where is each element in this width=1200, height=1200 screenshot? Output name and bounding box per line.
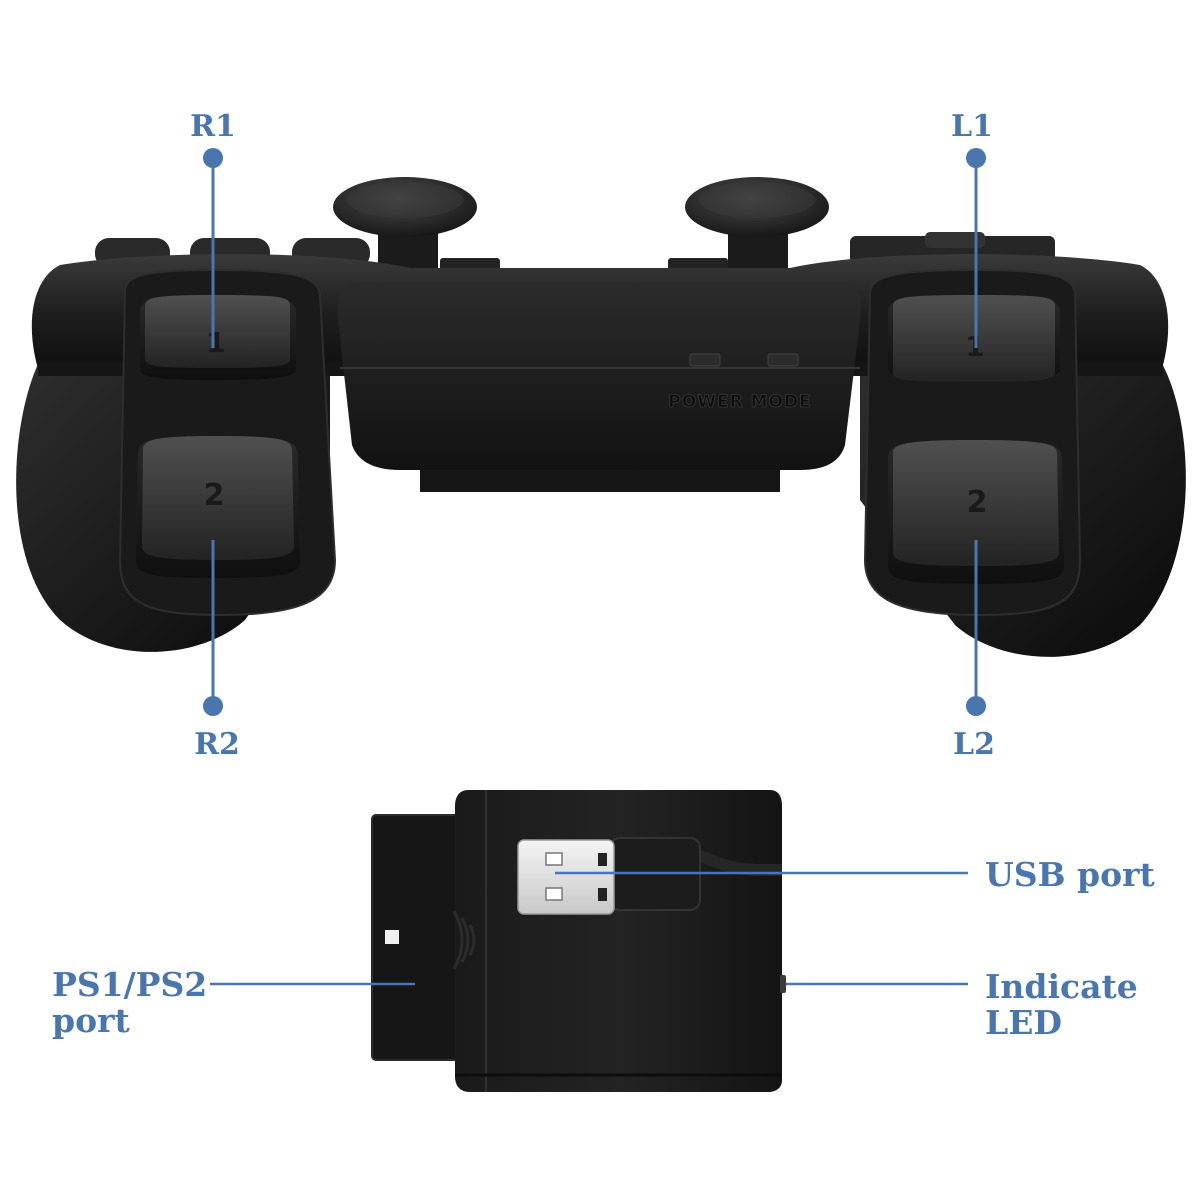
power-mode-engraving: POWER MODE: [668, 392, 811, 412]
dongle-housing: [455, 790, 782, 1092]
led-label-line1: Indicate: [985, 967, 1138, 1006]
r2-mark: 2: [204, 478, 225, 513]
wireless-icon: [452, 910, 476, 970]
r2-label: R2: [194, 727, 240, 762]
l2-mark: 2: [967, 485, 988, 520]
controller: POWER MODE 1 2 1 2: [16, 177, 1186, 657]
connector-notch: [385, 930, 399, 944]
r2-leader-dot: [203, 696, 223, 716]
left-analog-stick: [333, 177, 477, 278]
center-panel: [337, 282, 861, 470]
r1-mark: 1: [206, 326, 225, 359]
indicator-led: [780, 975, 786, 993]
l2-label: L2: [953, 727, 995, 762]
right-analog-stick: [685, 177, 829, 278]
l1-leader-dot: [966, 148, 986, 168]
l1-label: L1: [951, 109, 993, 144]
ps-port-label-line2: port: [52, 1001, 130, 1040]
r1-label: R1: [190, 109, 236, 144]
usb-port-label: USB port: [985, 855, 1155, 894]
l2-button[interactable]: 2: [888, 440, 1064, 584]
receiver-dongle: [371, 790, 786, 1092]
r2-button[interactable]: 2: [136, 436, 300, 578]
r1-button[interactable]: 1: [140, 295, 296, 380]
ps-port-label-line1: PS1/PS2: [52, 965, 207, 1004]
usb-plug: [517, 839, 615, 915]
l2-leader-dot: [966, 696, 986, 716]
r1-leader-dot: [203, 148, 223, 168]
callouts: R1 R2 L1 L2 USB port PS1/PS2 port Indica…: [52, 109, 1155, 1042]
led-label-line2: LED: [985, 1003, 1062, 1042]
l1-button[interactable]: 1: [888, 295, 1060, 382]
